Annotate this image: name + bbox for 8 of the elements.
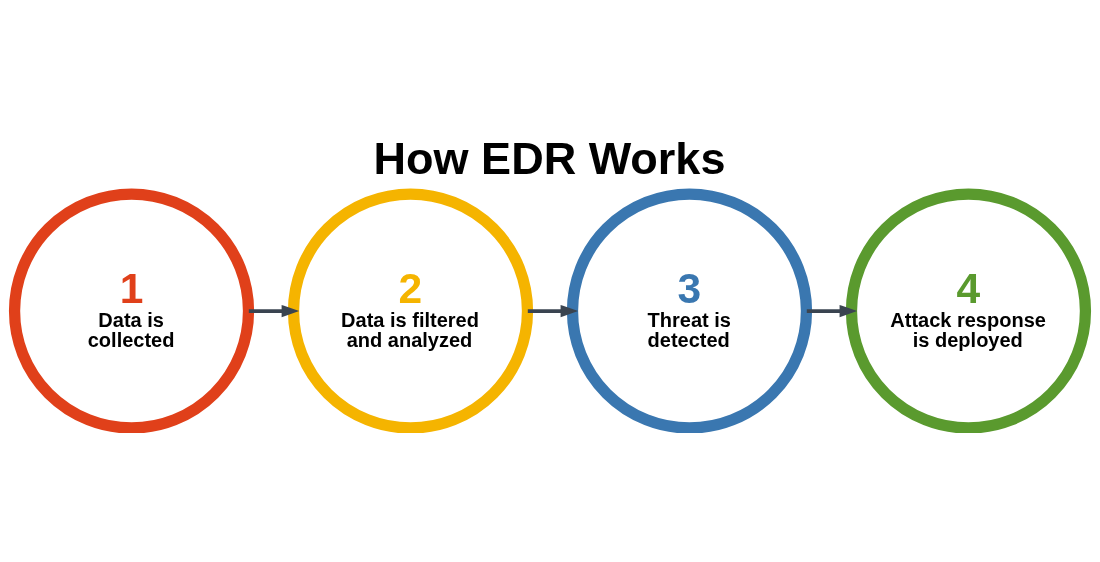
arrow xyxy=(806,304,858,318)
diagram-title: How EDR Works xyxy=(373,132,726,184)
node-circle: 4 Attack response is deployed xyxy=(845,188,1092,433)
node-circle: 1 Data is collected xyxy=(8,188,255,433)
arrow xyxy=(527,304,579,318)
node-circle: 3 Threat is detected xyxy=(566,188,813,433)
node-circle: 2 Data is filtered and analyzed xyxy=(287,188,534,433)
arrow xyxy=(248,304,300,318)
